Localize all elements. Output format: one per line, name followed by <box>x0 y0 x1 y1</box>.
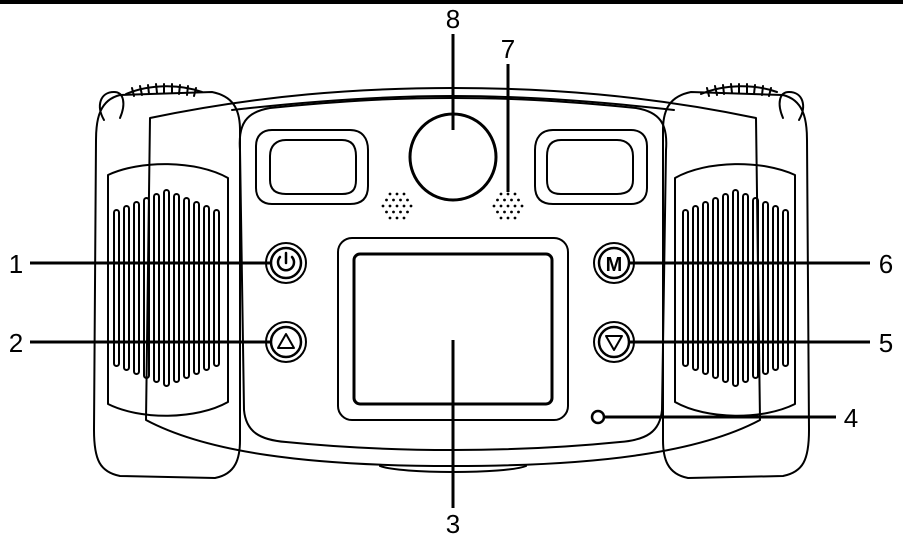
up-button-icon <box>265 321 307 363</box>
mode-button-glyph: M <box>606 254 623 276</box>
mic-dot <box>513 204 517 208</box>
callout-label-2: 2 <box>9 328 23 358</box>
grip-slot <box>163 189 170 387</box>
mic-dot <box>409 204 413 208</box>
grip-slot <box>143 197 150 379</box>
mic-dot <box>513 216 517 220</box>
callout-label-8: 8 <box>446 4 460 34</box>
mic-dot <box>406 198 409 202</box>
mic-dot <box>510 210 513 214</box>
mic-dot <box>388 192 392 196</box>
right-grip <box>662 91 810 479</box>
down-button-icon <box>593 321 635 363</box>
grip-slot <box>742 193 749 383</box>
grip-slot <box>692 205 699 371</box>
left-grip-slots <box>113 189 220 387</box>
indicator-led <box>590 409 606 425</box>
grip-slot <box>732 189 739 387</box>
grip-slot <box>782 209 789 367</box>
mic-dot <box>385 198 388 202</box>
power-button-icon <box>265 242 307 284</box>
left-grip-knurl <box>125 83 203 97</box>
grip-slot <box>173 193 180 383</box>
mic-dot <box>506 204 510 208</box>
mic-dot <box>402 204 406 208</box>
callout-label-1: 1 <box>9 249 23 279</box>
mic-dot <box>388 216 392 220</box>
microphone-grille-left <box>381 192 413 220</box>
mic-dot <box>385 210 388 214</box>
mic-dot <box>395 216 399 220</box>
mic-dot <box>520 204 524 208</box>
left-grip <box>93 91 241 479</box>
mic-dot <box>499 216 503 220</box>
callout-label-5: 5 <box>879 328 893 358</box>
mic-dot <box>388 204 392 208</box>
mic-dot <box>406 210 409 214</box>
grip-slot <box>772 205 779 371</box>
mic-dot <box>399 198 402 202</box>
grip-slot <box>213 209 220 367</box>
mic-dot <box>506 192 510 196</box>
grip-slot <box>762 201 769 375</box>
mic-dot <box>399 210 402 214</box>
mic-dot <box>392 198 395 202</box>
mic-dot <box>402 216 406 220</box>
callout-label-6: 6 <box>879 249 893 279</box>
faceplate <box>238 97 668 451</box>
mic-dot <box>506 216 510 220</box>
camera-body <box>145 87 761 467</box>
grip-slot <box>712 197 719 379</box>
top-rule <box>0 0 903 4</box>
mic-dot <box>402 192 406 196</box>
grip-slot <box>193 201 200 375</box>
callout-label-7: 7 <box>501 34 515 64</box>
mic-dot <box>392 210 395 214</box>
mic-dot <box>395 192 399 196</box>
mic-dot <box>503 198 506 202</box>
mic-dot <box>499 204 503 208</box>
grip-slot <box>113 209 120 367</box>
mic-dot <box>492 204 496 208</box>
right-grip-slots <box>682 189 789 387</box>
right-strap-loop <box>778 91 805 121</box>
left-viewfinder <box>255 129 369 205</box>
right-grip-inner <box>674 163 796 417</box>
mic-dot <box>496 198 499 202</box>
mic-dot <box>395 204 399 208</box>
grip-slot <box>123 205 130 371</box>
mic-dot <box>517 198 520 202</box>
grip-slot <box>682 209 689 367</box>
mic-dot <box>513 192 517 196</box>
mic-dot <box>499 192 503 196</box>
grip-slot <box>702 201 709 375</box>
grip-slot <box>722 193 729 383</box>
grip-slot <box>153 193 160 383</box>
mic-dot <box>517 210 520 214</box>
callout-label-3: 3 <box>446 509 460 539</box>
left-strap-loop <box>98 91 125 121</box>
left-grip-inner <box>107 163 229 417</box>
mic-dot <box>381 204 385 208</box>
mic-dot <box>510 198 513 202</box>
grip-slot <box>133 201 140 375</box>
grip-slot <box>183 197 190 379</box>
right-grip-knurl <box>700 83 778 97</box>
grip-slot <box>752 197 759 379</box>
microphone-grille <box>492 192 524 220</box>
mic-dot <box>496 210 499 214</box>
right-viewfinder <box>534 129 648 205</box>
grip-slot <box>203 205 210 371</box>
callout-label-4: 4 <box>844 403 858 433</box>
mic-dot <box>503 210 506 214</box>
